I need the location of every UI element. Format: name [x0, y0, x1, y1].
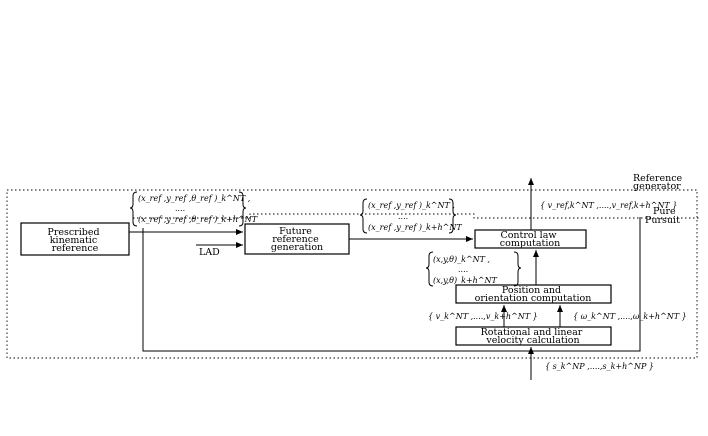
omega-set-annotation: { ω_k^NT ,....,ω_k+h^NT }: [573, 312, 687, 321]
future-reference-generation-block: Future reference generation: [244, 223, 350, 255]
future-set-annotation: (x_ref ,y_ref )_k^NT , .... (x_ref ,y_re…: [359, 198, 462, 234]
velocity-calculation-block: Rotational and linear velocity calculati…: [455, 326, 612, 346]
pure-pursuit-label: Pure Pursuit: [645, 206, 680, 226]
ref-set-annotation: (x_ref ,y_ref ,θ_ref )_k^NT , .... (x_re…: [129, 191, 258, 227]
inner-frame: [142, 217, 641, 352]
svg-text:Position and orientation: Position and orientation computation: [475, 285, 592, 304]
svg-text:(x,y,θ)_k^NT , ....: (x,y,θ)_k^NT , .... (x,y,θ)_k+h^NT: [433, 255, 498, 285]
prescribed-kinematic-reference-block: Prescribed kinematic reference: [20, 222, 130, 256]
svg-text:Rotational and linear ve: Rotational and linear velocity calculati…: [481, 327, 586, 346]
svg-text:Control law computation: Control law computation: [500, 230, 560, 249]
velocity-set-annotation: { v_k^NT ,....,v_k+h^NT }: [428, 312, 538, 321]
position-orientation-block: Position and orientation computation: [455, 284, 612, 304]
svg-text:(x_ref ,y_ref ,θ_ref )_k^NT ,: (x_ref ,y_ref ,θ_ref )_k^NT , .... (x_re…: [138, 194, 258, 224]
input-set-annotation: { s_k^NP ,....,s_k+h^NP }: [545, 362, 654, 371]
svg-text:Prescribed kinematic: Prescribed kinematic reference: [47, 227, 102, 254]
svg-text:Future reference g: Future reference generation: [271, 226, 323, 253]
control-output-annotation: { v_ref,k^NT ,....,v_ref,k+h^NT }: [540, 201, 677, 210]
lad-label: LAD: [199, 247, 220, 258]
svg-text:(x_ref ,y_ref )_k^NT , .: (x_ref ,y_ref )_k^NT , .... (x_ref ,y_re…: [368, 201, 462, 232]
control-law-computation-block: Control law computation: [474, 229, 587, 249]
reference-generator-label: Reference generator: [633, 173, 685, 192]
reference-generator-region: [6, 189, 698, 359]
pose-set-annotation: (x,y,θ)_k^NT , .... (x,y,θ)_k+h^NT: [425, 251, 522, 287]
